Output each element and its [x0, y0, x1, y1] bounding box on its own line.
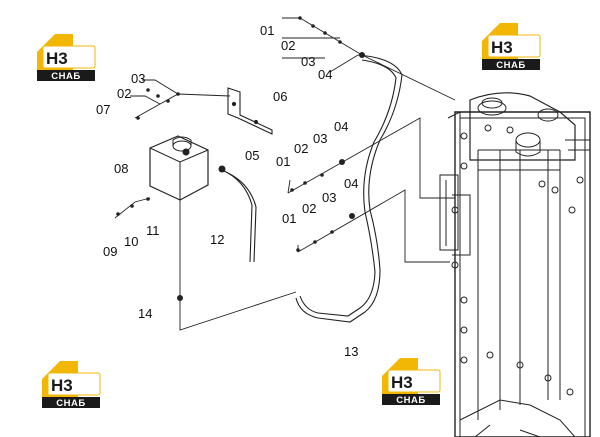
- brand-name: СНАБ: [396, 395, 425, 406]
- callout-01: 01: [282, 211, 296, 226]
- expansion-tank: [149, 135, 226, 201]
- callout-05: 05: [245, 148, 259, 163]
- callout-10: 10: [124, 234, 138, 249]
- callout-08: 08: [114, 161, 128, 176]
- fastener-dots: [116, 16, 365, 301]
- callout-03: 03: [313, 131, 327, 146]
- brand-logo-top-right: Н3 СНАБ: [480, 17, 542, 71]
- callout-01: 01: [276, 154, 290, 169]
- callout-02: 02: [294, 141, 308, 156]
- callout-02: 02: [281, 38, 295, 53]
- callout-07: 07: [96, 102, 110, 117]
- callout-01: 01: [260, 23, 274, 38]
- brand-mark: Н3: [46, 49, 68, 68]
- hose-12: [221, 169, 257, 263]
- callout-04: 04: [318, 67, 332, 82]
- brand-logo-bottom-left: Н3 СНАБ: [40, 355, 102, 409]
- callout-04: 04: [334, 119, 348, 134]
- callout-09: 09: [103, 244, 117, 259]
- radiator-assembly: [439, 92, 591, 437]
- brand-logo-top-left: Н3 СНАБ: [35, 28, 97, 82]
- brand-name: СНАБ: [496, 60, 525, 71]
- brand-logo-icon: Н3 СНАБ: [37, 34, 96, 82]
- brand-mark: Н3: [491, 38, 513, 57]
- callout-14: 14: [138, 306, 152, 321]
- callout-03: 03: [131, 71, 145, 86]
- brand-mark: Н3: [391, 373, 413, 392]
- callout-12: 12: [210, 232, 224, 247]
- mounting-bracket: [227, 87, 273, 135]
- callout-03: 03: [322, 190, 336, 205]
- callout-13: 13: [344, 344, 358, 359]
- brand-name: СНАБ: [51, 71, 80, 82]
- brand-logo-icon: Н3 СНАБ: [382, 358, 441, 406]
- callout-06: 06: [273, 89, 287, 104]
- leader-lines: [114, 17, 456, 331]
- callout-02: 02: [302, 201, 316, 216]
- brand-name: СНАБ: [56, 398, 85, 409]
- callout-03: 03: [301, 54, 315, 69]
- callout-04: 04: [344, 176, 358, 191]
- brand-logo-icon: Н3 СНАБ: [482, 23, 541, 71]
- brand-logo-bottom-right: Н3 СНАБ: [380, 352, 442, 406]
- callout-11: 11: [146, 223, 160, 238]
- brand-logo-icon: Н3 СНАБ: [42, 361, 101, 409]
- callout-labels: 01 02 03 04 03 02 07 06 08 05 04 03 02 0…: [96, 23, 358, 359]
- callout-02: 02: [117, 86, 131, 101]
- brand-mark: Н3: [51, 376, 73, 395]
